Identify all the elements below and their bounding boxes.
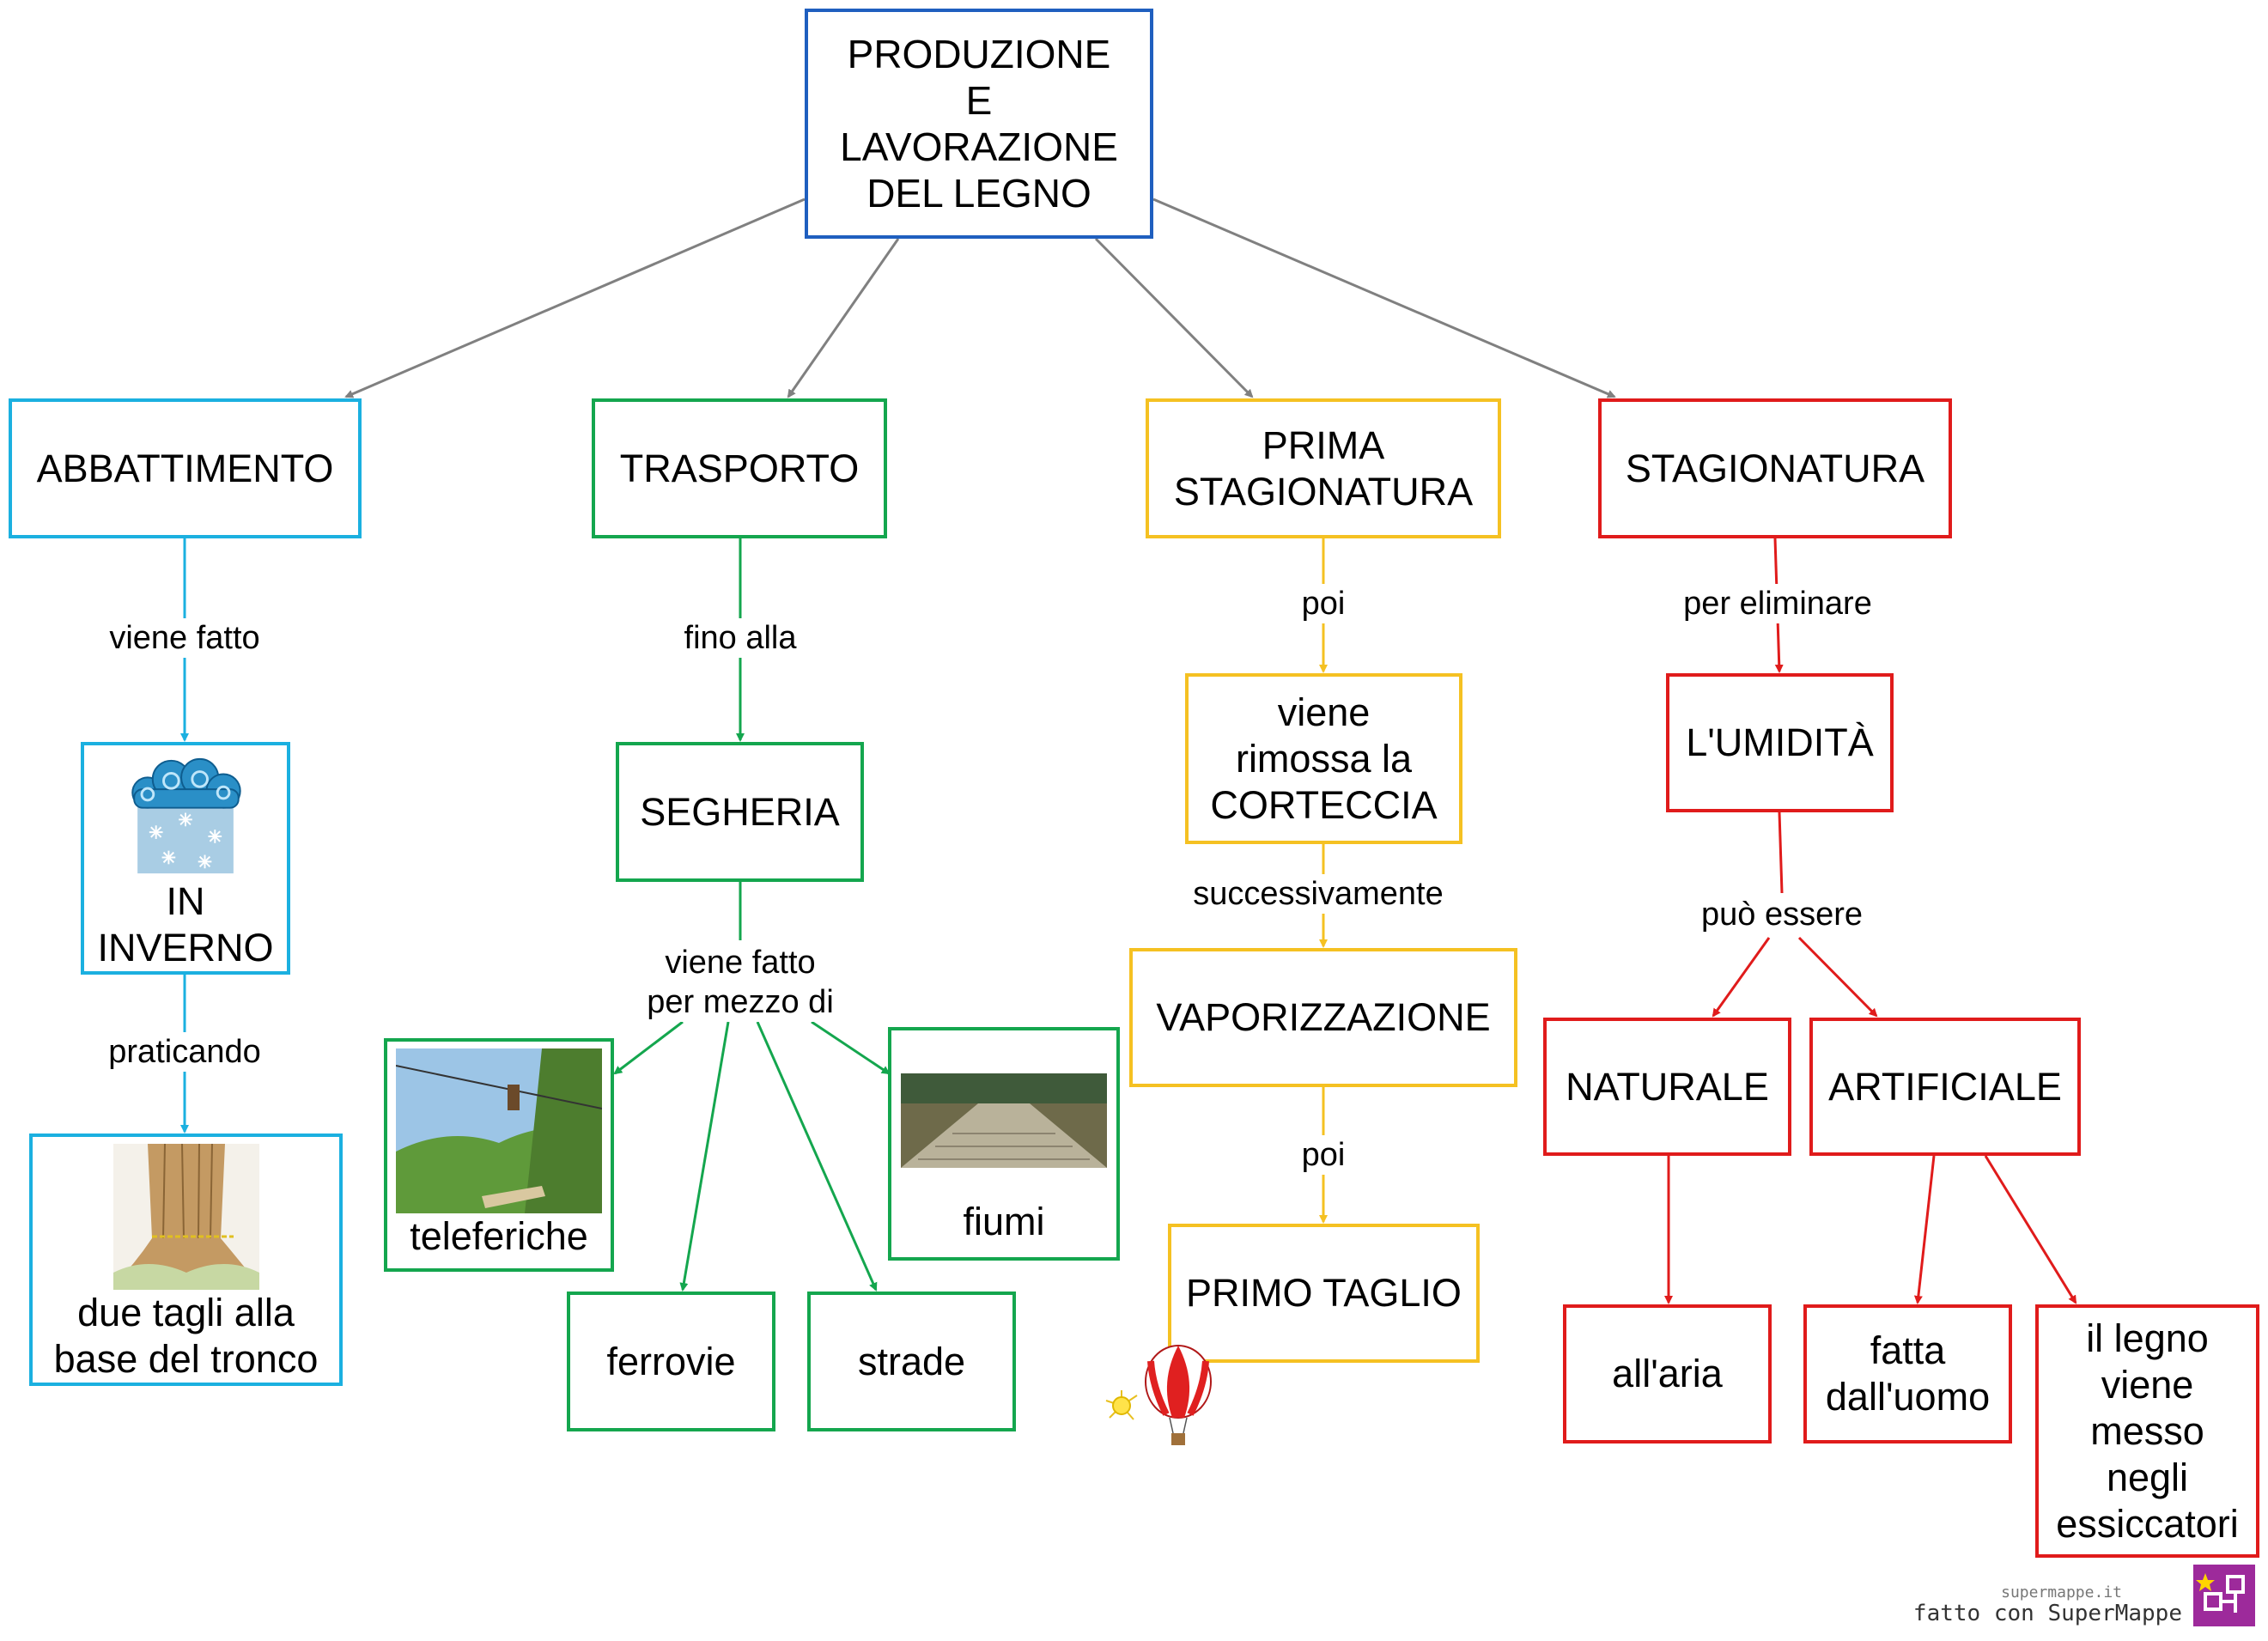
segheria-node[interactable]: SEGHERIA bbox=[616, 742, 864, 882]
edge-label-praticando: praticando bbox=[105, 1032, 264, 1072]
primo-taglio-node[interactable]: PRIMO TAGLIO bbox=[1168, 1224, 1480, 1363]
supermappe-logo-icon bbox=[2196, 1573, 2245, 1613]
corteccia-label: viene rimossa la CORTECCIA bbox=[1210, 690, 1438, 827]
umidita-node[interactable]: L'UMIDITÀ bbox=[1666, 673, 1894, 812]
edge-umidita-puo bbox=[1778, 811, 1784, 894]
edge-label-puo-essere: può essere bbox=[1697, 895, 1867, 934]
naturale-label: NATURALE bbox=[1566, 1064, 1769, 1109]
artificiale-label: ARTIFICIALE bbox=[1828, 1064, 2062, 1109]
naturale-node[interactable]: NATURALE bbox=[1543, 1018, 1791, 1156]
edge-mezzo-strade bbox=[756, 1021, 878, 1292]
stagionatura-node[interactable]: STAGIONATURA bbox=[1598, 398, 1952, 538]
abbattimento-node[interactable]: ABBATTIMENTO bbox=[9, 398, 362, 538]
trasporto-label: TRASPORTO bbox=[619, 446, 860, 490]
edge-label-successivamente: successivamente bbox=[1189, 874, 1447, 914]
ferrovie-label: ferrovie bbox=[606, 1339, 736, 1383]
edge-label-poi-2: poi bbox=[1298, 1135, 1349, 1175]
hot-air-balloon-icon bbox=[1105, 1345, 1212, 1445]
abbattimento-label: ABBATTIMENTO bbox=[36, 446, 334, 490]
edge-label-viene-fatto: viene fatto bbox=[106, 618, 264, 658]
primo-taglio-label: PRIMO TAGLIO bbox=[1186, 1271, 1462, 1315]
edge-label-per-mezzo: viene fatto per mezzo di bbox=[643, 943, 837, 1022]
teleferiche-label: teleferiche bbox=[410, 1214, 588, 1258]
edge-label-per-eliminare: per eliminare bbox=[1680, 584, 1876, 623]
edge-label-poi-1: poi bbox=[1298, 584, 1349, 623]
tree-trunk-icon bbox=[112, 1144, 259, 1290]
edge-mezzo-ferrovie bbox=[679, 1021, 730, 1292]
due-tagli-node[interactable]: due tagli alla base del tronco bbox=[29, 1134, 343, 1386]
fatta-uomo-label: fatta dall'uomo bbox=[1825, 1328, 1991, 1419]
vaporizzazione-label: VAPORIZZAZIONE bbox=[1156, 995, 1491, 1039]
edge-mezzo-teleferiche bbox=[613, 1020, 684, 1075]
footer-made-with: fatto con SuperMappe bbox=[1912, 1601, 2182, 1626]
edge-root-stagionatura bbox=[1152, 198, 1616, 398]
corteccia-node[interactable]: viene rimossa la CORTECCIA bbox=[1185, 673, 1462, 844]
umidita-label: L'UMIDITÀ bbox=[1686, 720, 1874, 764]
footer-site: supermappe.it bbox=[2001, 1583, 2122, 1601]
snow-cloud-icon bbox=[131, 757, 241, 874]
cableway-photo bbox=[396, 1048, 602, 1213]
edge-puo-artificiale bbox=[1797, 936, 1878, 1018]
artificiale-node[interactable]: ARTIFICIALE bbox=[1809, 1018, 2081, 1156]
prima-stagionatura-node[interactable]: PRIMA STAGIONATURA bbox=[1146, 398, 1501, 538]
root-node[interactable]: PRODUZIONE E LAVORAZIONE DEL LEGNO bbox=[805, 9, 1153, 239]
essiccatori-label: il legno viene messo negli essiccatori bbox=[2056, 1316, 2239, 1546]
fiumi-node[interactable]: fiumi bbox=[888, 1027, 1120, 1261]
edge-artificiale-uomo bbox=[1913, 1155, 1936, 1304]
stagionatura-label: STAGIONATURA bbox=[1625, 446, 1925, 490]
segheria-label: SEGHERIA bbox=[640, 789, 840, 834]
strade-node[interactable]: strade bbox=[807, 1292, 1016, 1431]
essiccatori-node[interactable]: il legno viene messo negli essiccatori bbox=[2035, 1304, 2259, 1558]
fiumi-label: fiumi bbox=[963, 1200, 1045, 1243]
edge-label-fino-alla: fino alla bbox=[680, 618, 800, 658]
edge-artificiale-essicc bbox=[1984, 1155, 2077, 1304]
ferrovie-node[interactable]: ferrovie bbox=[567, 1292, 775, 1431]
river-logs-photo bbox=[901, 1073, 1107, 1168]
edge-puo-naturale bbox=[1712, 937, 1771, 1018]
edge-root-abbattimento bbox=[344, 198, 806, 398]
vaporizzazione-node[interactable]: VAPORIZZAZIONE bbox=[1129, 948, 1517, 1087]
due-tagli-label: due tagli alla base del tronco bbox=[53, 1291, 319, 1381]
root-label: PRODUZIONE E LAVORAZIONE DEL LEGNO bbox=[840, 32, 1118, 216]
edge-mezzo-fiumi bbox=[811, 1020, 891, 1075]
prima-stagionatura-label: PRIMA STAGIONATURA bbox=[1173, 422, 1474, 514]
trasporto-node[interactable]: TRASPORTO bbox=[592, 398, 887, 538]
in-inverno-node[interactable]: IN INVERNO bbox=[81, 742, 290, 975]
all-aria-label: all'aria bbox=[1612, 1352, 1723, 1395]
teleferiche-node[interactable]: teleferiche bbox=[384, 1038, 614, 1272]
in-inverno-label: IN INVERNO bbox=[97, 879, 274, 969]
strade-label: strade bbox=[857, 1339, 966, 1383]
edge-root-prima bbox=[1094, 237, 1254, 398]
edge-root-trasporto bbox=[787, 238, 900, 398]
fatta-uomo-node[interactable]: fatta dall'uomo bbox=[1803, 1304, 2012, 1443]
all-aria-node[interactable]: all'aria bbox=[1563, 1304, 1772, 1443]
supermappe-logo bbox=[2193, 1565, 2255, 1626]
